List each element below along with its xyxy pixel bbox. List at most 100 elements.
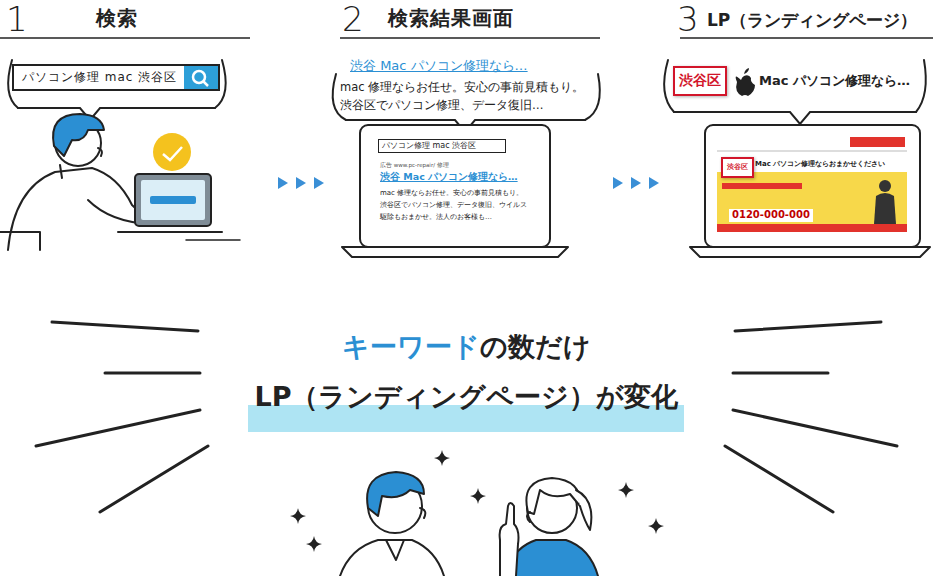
- landing-page-laptop: [690, 125, 930, 257]
- emphasis-rays: [52, 322, 198, 331]
- person-at-laptop: [135, 174, 211, 226]
- node-text: 0120-000-000: [729, 209, 813, 222]
- speech-bubble: 渋谷 Mac パソコン修理なら… mac 修理ならお任せ。安心の事前見積もり。 渋…: [340, 56, 600, 118]
- emphasis-rays: [36, 322, 897, 512]
- woman-figure: [500, 478, 598, 576]
- person-at-laptop: [53, 114, 104, 156]
- speech-bubble: [585, 74, 600, 120]
- step-column: 渋谷 Mac パソコン修理なら… mac 修理ならお任せ。安心の事前見積もり。 渋…: [330, 0, 600, 260]
- node-text: 渋谷区: [721, 157, 754, 178]
- person-at-laptop: [0, 232, 40, 250]
- search-box: パソコン修理 mac 渋谷区: [12, 64, 220, 91]
- magnifier-icon: [184, 66, 218, 89]
- heading-underline: [680, 37, 933, 39]
- step-number: 1: [6, 0, 28, 41]
- emphasis-rays: [36, 410, 200, 446]
- node-text: mac 修理ならお任せ。安心の事前見積もり。 渋谷区でパソコン修理、データ復旧…: [340, 78, 595, 114]
- node-text: 渋谷 Mac パソコン修理なら…: [350, 58, 528, 74]
- speech-bubble: [18, 108, 215, 120]
- sparkle: [306, 536, 322, 552]
- node-text: LP（ランディングページ）が変化: [183, 380, 750, 414]
- woman-figure: [576, 490, 591, 530]
- emphasis-rays: [100, 446, 208, 512]
- emphasis-rays: [105, 372, 200, 375]
- landing-page-mockup: [850, 137, 905, 147]
- man-figure: [367, 472, 424, 516]
- node-text: Mac パソコン修理なら…: [759, 73, 910, 89]
- person-at-laptop: [186, 239, 240, 241]
- person-at-laptop: [8, 168, 150, 250]
- sparkle: [290, 508, 306, 524]
- search-result-screen: パソコン修理 mac 渋谷区広告 www.pc-repair/ 修理渋谷 Mac…: [372, 135, 537, 239]
- woman-figure: [500, 503, 519, 576]
- man-figure: [386, 540, 404, 560]
- heading-underline: [0, 37, 933, 39]
- landing-page-laptop: [690, 247, 930, 257]
- search-result-laptop: [342, 125, 568, 257]
- sparkle: [470, 488, 486, 504]
- woman-figure: [527, 512, 530, 522]
- node-text: の数だけ: [480, 331, 591, 362]
- person-at-laptop: [0, 114, 240, 250]
- search-result-laptop: [342, 247, 568, 257]
- step-heading: 検索結果画面: [388, 6, 514, 31]
- heading-underline: [0, 37, 250, 39]
- emphasis-rays: [733, 372, 828, 375]
- woman-figure: [505, 540, 598, 576]
- landing-page-mockup: [717, 137, 907, 232]
- node-text: Mac パソコン修理ならおまかせください: [755, 160, 885, 169]
- clock-icon: [153, 133, 191, 171]
- step-arrow: [256, 183, 324, 184]
- landing-page-mockup: [874, 193, 896, 224]
- sparkle: [290, 450, 664, 552]
- person-at-laptop: [150, 196, 196, 204]
- landing-page-mockup: [722, 183, 802, 189]
- magnifier-icon: [203, 81, 208, 86]
- step-column: 渋谷区Mac パソコン修理なら…渋谷区Mac パソコン修理ならおまかせください0…: [665, 0, 933, 260]
- woman-figure: [526, 478, 580, 514]
- clock-icon: [153, 133, 191, 171]
- node-text: LP（ランディングページ）: [707, 10, 917, 31]
- node-text: 渋谷区: [673, 66, 727, 96]
- node-text: 広告 www.pc-repair/ 修理: [380, 162, 449, 169]
- apple-icon: [736, 68, 755, 96]
- heading-underline: [340, 37, 600, 39]
- step-number: 3: [677, 0, 699, 41]
- emphasis-rays: [733, 410, 897, 446]
- speech-bubble: 渋谷区 Mac パソコン修理なら…: [673, 62, 929, 104]
- landing-page-mockup: [717, 224, 907, 232]
- sparkle: [648, 518, 664, 534]
- man-figure: [340, 472, 444, 576]
- man-figure: [420, 508, 425, 518]
- node-text: パソコン修理 mac 渋谷区: [22, 70, 177, 85]
- landing-page-mockup: [717, 172, 907, 224]
- node-text: キーワード: [342, 331, 480, 362]
- man-figure: [340, 540, 444, 576]
- node-text: 渋谷 Mac パソコン修理なら…: [380, 171, 518, 183]
- emphasis-rays: [725, 446, 833, 512]
- step-arrow: [606, 183, 659, 184]
- step-heading: 検索: [96, 6, 138, 31]
- person-at-laptop: [118, 231, 222, 233]
- search-result-laptop: [360, 125, 550, 247]
- landing-page-screen: 渋谷区Mac パソコン修理ならおまかせください 0120-000-000: [715, 133, 910, 241]
- person-at-laptop: [141, 180, 205, 220]
- search-button: [184, 66, 218, 89]
- sparkle: [618, 482, 634, 498]
- person-at-laptop: [60, 165, 62, 178]
- clock-icon: [163, 147, 182, 160]
- message-band: キーワードの数だけ LP（ランディングページ）が変化: [183, 330, 750, 440]
- emphasis-rays: [735, 322, 881, 331]
- apple-icon: [736, 75, 755, 96]
- step-column: パソコン修理 mac 渋谷区 1 検索: [0, 0, 250, 260]
- step-number: 2: [342, 0, 364, 41]
- sparkle: [434, 450, 450, 466]
- landing-page-mockup: [879, 180, 891, 192]
- speech-bubble: [674, 112, 916, 124]
- person-at-laptop: [98, 148, 102, 156]
- apple-icon: [744, 68, 749, 74]
- speech-bubble: [916, 60, 926, 112]
- node-text: mac 修理ならお任せ。安心の事前見積もり。渋谷区でパソコン修理、データ復旧、ウ…: [380, 187, 530, 223]
- landing-page-laptop: [705, 125, 920, 247]
